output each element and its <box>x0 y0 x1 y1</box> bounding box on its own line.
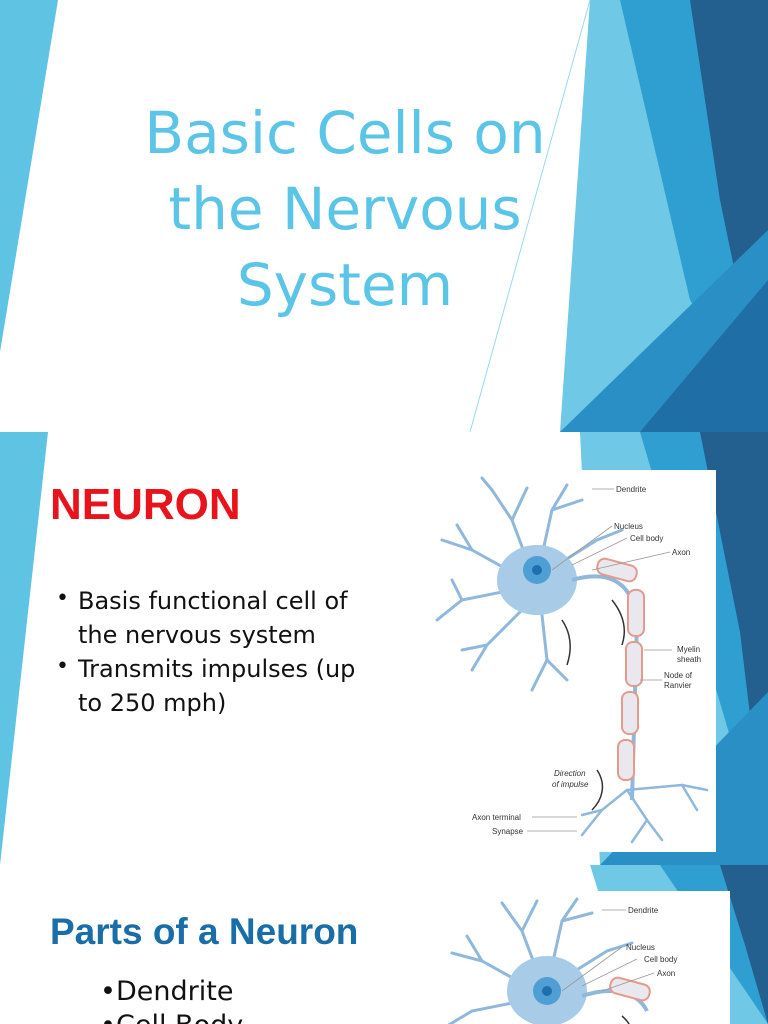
neuron-bullet-list: •Basis functional cell of the nervous sy… <box>56 584 356 720</box>
label-direction: Direction <box>554 769 586 778</box>
label-cell-body: Cell body <box>630 534 663 543</box>
parts-heading: Parts of a Neuron <box>50 911 359 952</box>
label-axon: Axon <box>672 548 690 557</box>
bullet-icon: • <box>100 976 116 1007</box>
neuron-diagram: Dendrite Nucleus Cell body Axon <box>432 891 730 1024</box>
slide-title: Basic Cells on the Nervous System <box>144 99 546 319</box>
label-node: Node of <box>664 671 693 680</box>
bullet-icon: • <box>56 586 69 611</box>
bullet-icon: • <box>100 1009 116 1024</box>
list-item: •Transmits impulses (up to 250 mph) <box>56 652 356 720</box>
neuron-illustration: Dendrite Nucleus Cell body Axon Myelin s… <box>435 476 709 844</box>
title-slide: Basic Cells on the Nervous System <box>0 0 768 432</box>
list-item: •Basis functional cell of the nervous sy… <box>56 584 356 652</box>
label-myelin-2: sheath <box>677 655 701 664</box>
parts-list: •Dendrite •Cell Body <box>100 975 243 1024</box>
label-dendrite: Dendrite <box>628 906 659 915</box>
label-dendrite: Dendrite <box>616 485 647 494</box>
bullet-icon: • <box>56 654 69 679</box>
label-myelin: Myelin <box>677 645 700 654</box>
list-item: •Dendrite <box>100 976 234 1007</box>
neuron-illustration: Dendrite Nucleus Cell body Axon <box>447 897 677 1024</box>
list-item: •Cell Body <box>100 1009 243 1024</box>
label-axon-terminal: Axon terminal <box>472 813 521 822</box>
neuron-diagram: Dendrite Nucleus Cell body Axon Myelin s… <box>432 470 716 852</box>
label-nucleus: Nucleus <box>614 522 643 531</box>
neuron-slide: NEURON •Basis functional cell of the ner… <box>0 432 768 865</box>
label-direction-2: of impulse <box>552 780 589 789</box>
label-node-2: Ranvier <box>664 681 692 690</box>
label-axon: Axon <box>657 969 675 978</box>
label-cell-body: Cell body <box>644 955 677 964</box>
label-synapse: Synapse <box>492 827 524 836</box>
label-nucleus: Nucleus <box>626 943 655 952</box>
parts-slide: Parts of a Neuron •Dendrite •Cell Body <box>0 865 768 1024</box>
neuron-heading: NEURON <box>50 480 241 529</box>
slide-decoration <box>0 0 768 432</box>
